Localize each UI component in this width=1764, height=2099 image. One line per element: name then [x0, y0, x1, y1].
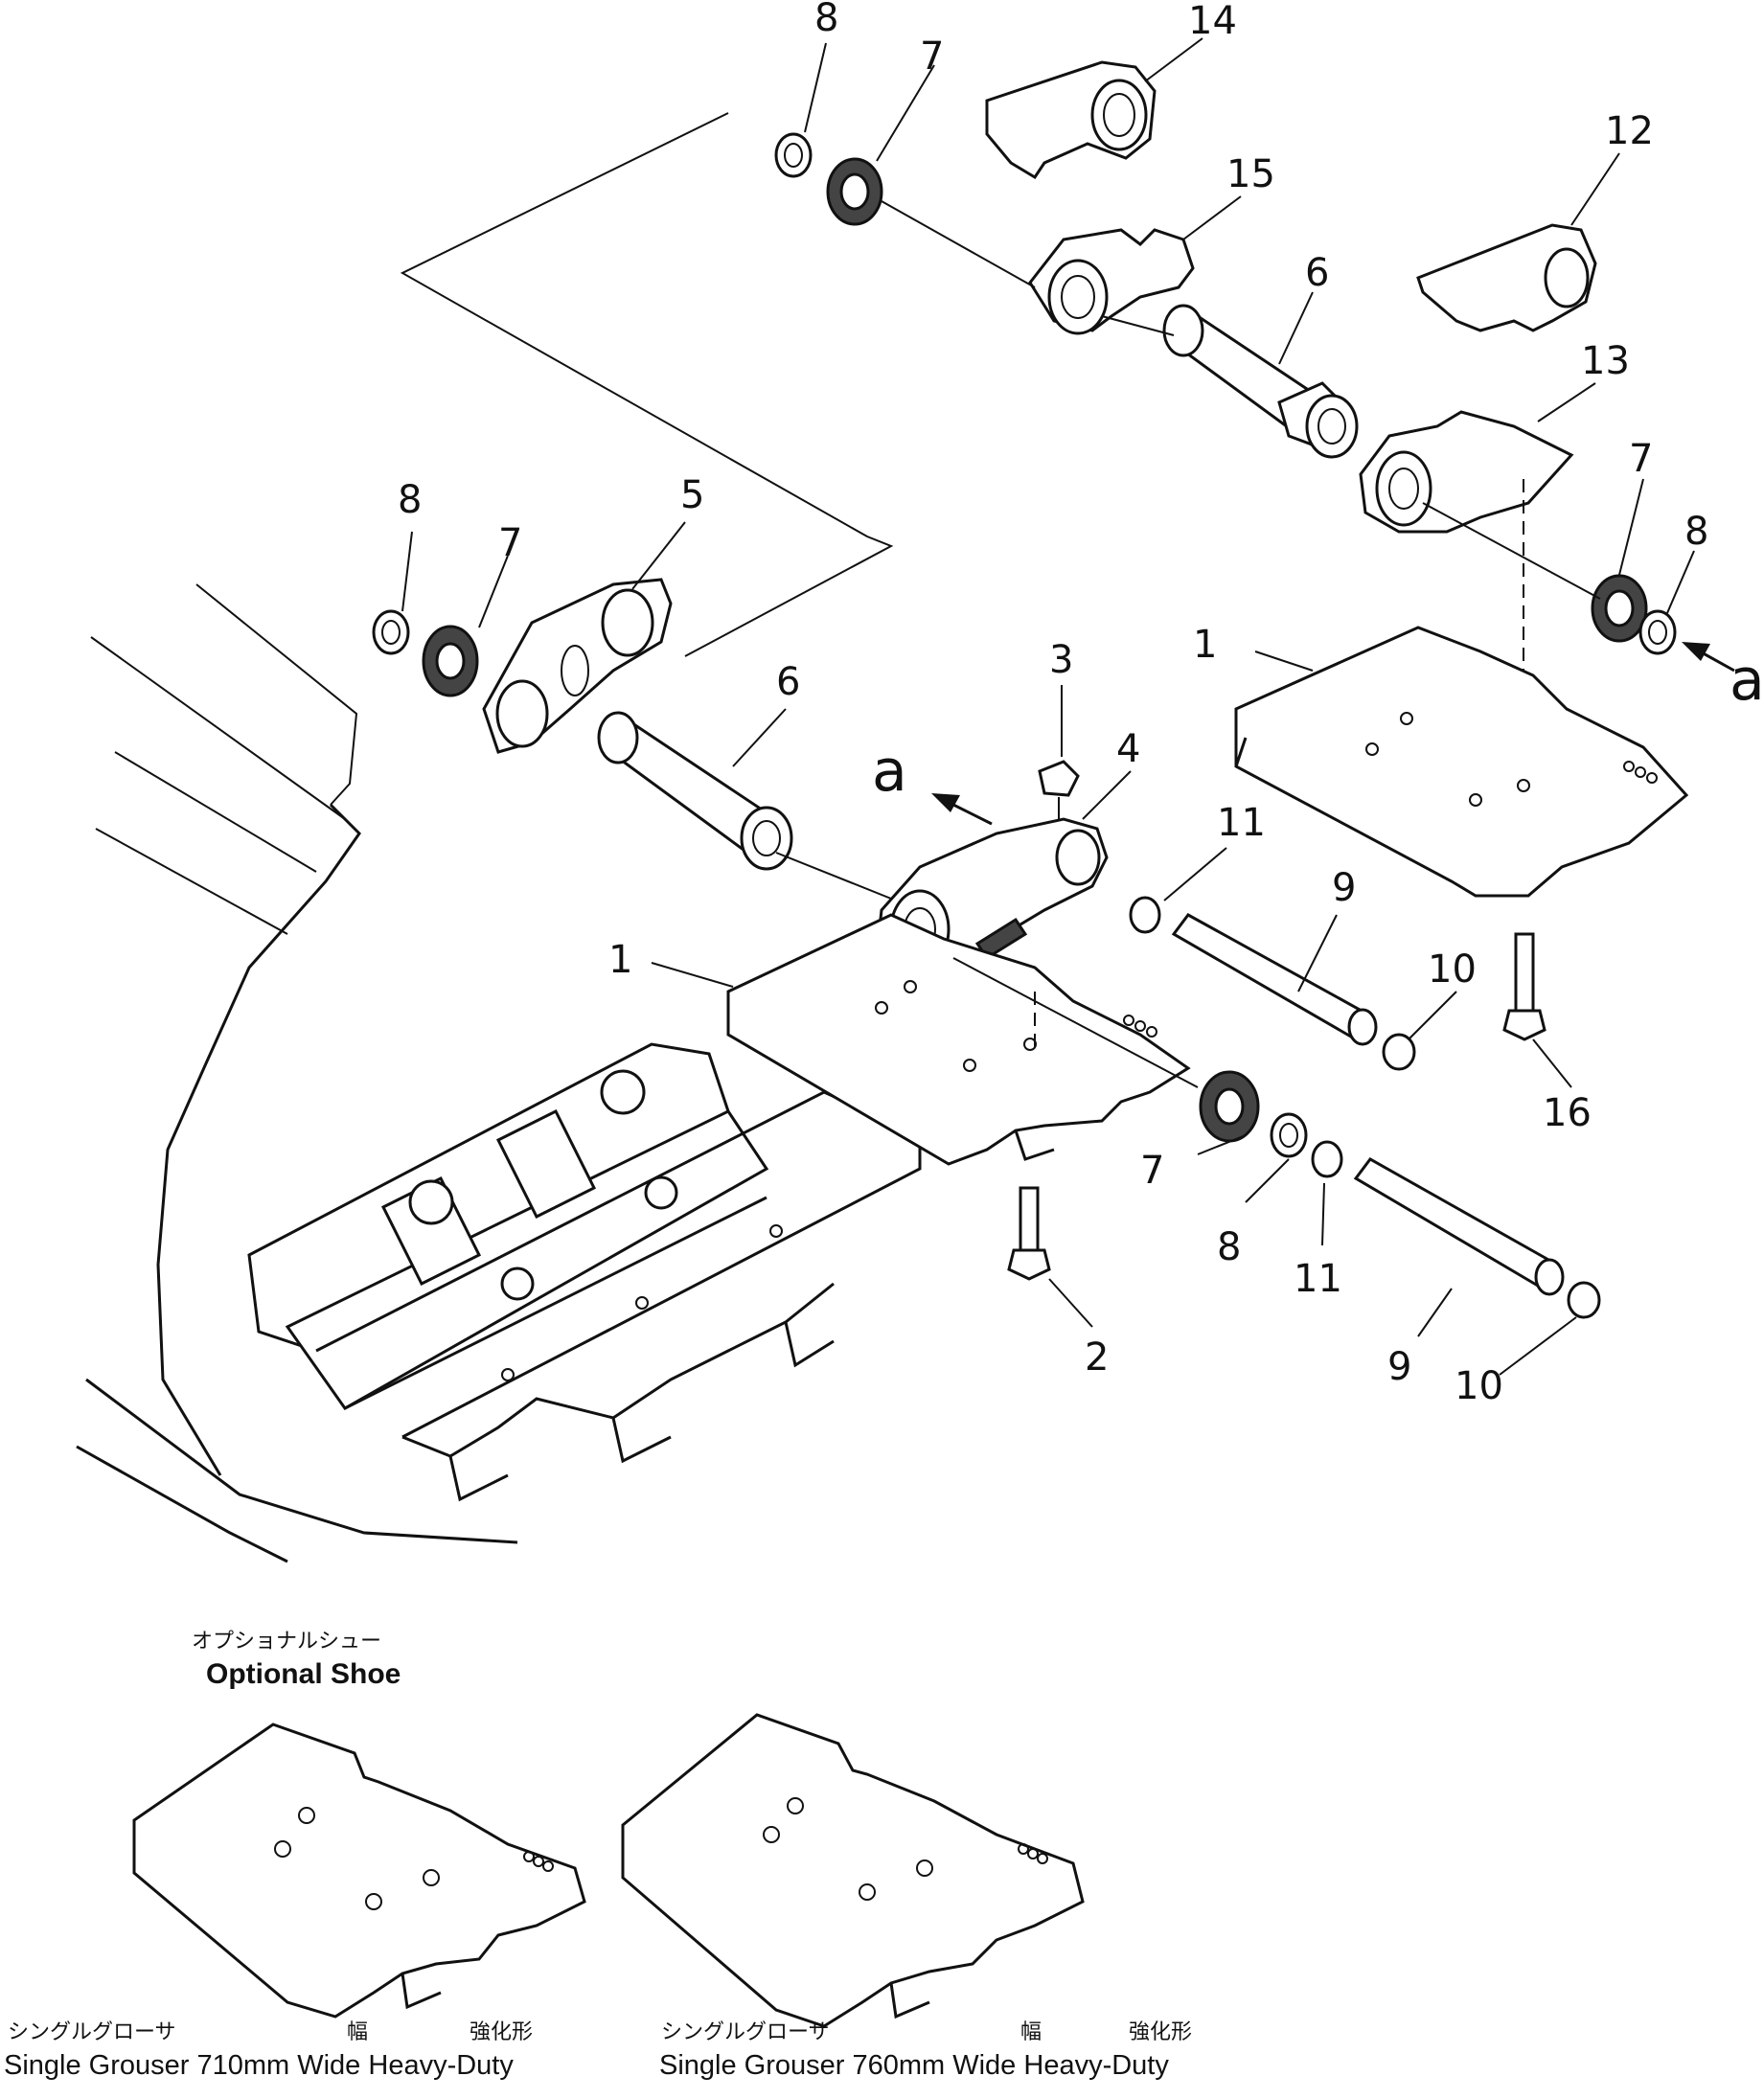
- part-15-master-link: [1028, 228, 1195, 335]
- caption-710-jp-right: 強化形: [470, 2020, 533, 2044]
- part-8-seal-left: [372, 609, 410, 655]
- callout-16: 16: [1543, 1091, 1592, 1135]
- part-5-link: [482, 578, 673, 754]
- callout-labels: 8 7 14 15 12 6 13 7 8 1 8 7 5 6 3 4 11 9…: [398, 0, 1764, 1408]
- callout-7-lower: 7: [1140, 1149, 1164, 1193]
- part-8-seal-lower: [1270, 1112, 1308, 1158]
- reference-arrow-a-right[interactable]: [1682, 642, 1735, 673]
- part-1-shoe-right: [1234, 626, 1689, 898]
- part-6-pin-lower: [597, 711, 793, 871]
- caption-710-jp-left: シングルグローサ: [8, 2020, 176, 2044]
- part-1-shoe-lower: [726, 913, 1191, 1166]
- caption-760-en: Single Grouser 760mm Wide Heavy-Duty: [659, 2050, 1169, 2081]
- leader-lines: [401, 37, 1695, 1376]
- part-9-pin-upper: [1171, 913, 1378, 1046]
- callout-10-lower: 10: [1455, 1364, 1503, 1408]
- optional-shoe-710: [132, 1723, 586, 2019]
- callout-7-right: 7: [1629, 437, 1653, 481]
- part-11-spacer-upper: [1129, 896, 1161, 934]
- callout-7-top: 7: [920, 34, 944, 79]
- part-10-cap-lower: [1567, 1281, 1601, 1319]
- callout-1-right: 1: [1193, 623, 1217, 667]
- caption-760-jp-mid: 幅: [1020, 2020, 1042, 2044]
- callout-8-lower: 8: [1217, 1225, 1241, 1269]
- callout-11-upper: 11: [1217, 801, 1266, 845]
- part-9-pin-lower: [1353, 1157, 1565, 1296]
- part-16-bolt: [1502, 932, 1546, 1041]
- optional-shoe-title-jp: オプショナルシュー: [192, 1630, 381, 1654]
- callout-5: 5: [680, 473, 704, 517]
- caption-shoe-710: シングルグローサ 幅 強化形 Single Grouser 710mm Wide…: [4, 2020, 533, 2081]
- callout-6-upper: 6: [1305, 251, 1329, 295]
- callout-10-upper: 10: [1428, 947, 1477, 992]
- callout-8-right: 8: [1684, 510, 1708, 554]
- track-assembly-drawing: [76, 583, 922, 1563]
- part-13-master-link: [1359, 410, 1574, 534]
- callout-9-upper: 9: [1332, 866, 1356, 910]
- callout-1-lower: 1: [608, 938, 632, 982]
- caption-760-jp-left: シングルグローサ: [661, 2020, 830, 2044]
- callout-14: 14: [1188, 0, 1237, 43]
- caption-760-jp-right: 強化形: [1129, 2020, 1192, 2044]
- optional-shoe-760: [621, 1713, 1085, 2028]
- callout-15: 15: [1226, 152, 1275, 196]
- callout-8-left: 8: [398, 478, 422, 522]
- callout-13: 13: [1581, 339, 1630, 383]
- caption-710-en: Single Grouser 710mm Wide Heavy-Duty: [4, 2050, 514, 2081]
- callout-8-top: 8: [814, 0, 838, 40]
- callout-11-lower: 11: [1294, 1257, 1342, 1301]
- callout-3: 3: [1049, 638, 1073, 682]
- part-6-pin-upper: [1162, 304, 1359, 459]
- caption-710-jp-mid: 幅: [347, 2020, 368, 2044]
- ref-letter-a-right: a: [1730, 647, 1764, 714]
- part-14-master-link-upper: [985, 60, 1157, 180]
- callout-7-left: 7: [498, 521, 522, 565]
- callout-4: 4: [1116, 727, 1140, 771]
- part-8-seal-top: [774, 132, 813, 178]
- part-10-cap-upper: [1382, 1033, 1416, 1071]
- part-12-link: [1416, 223, 1597, 332]
- callout-6-lower: 6: [776, 660, 800, 704]
- part-3-nut: [1038, 760, 1080, 797]
- part-2-bolt: [1007, 1186, 1051, 1281]
- callout-12: 12: [1605, 109, 1654, 153]
- callout-9-lower: 9: [1387, 1345, 1411, 1389]
- callout-2: 2: [1085, 1335, 1109, 1380]
- ref-letter-a-left: a: [872, 738, 907, 805]
- caption-shoe-760: シングルグローサ 幅 強化形 Single Grouser 760mm Wide…: [659, 2020, 1192, 2081]
- reference-arrow-a-left[interactable]: [931, 793, 993, 826]
- master-link-outline: [400, 112, 894, 657]
- optional-shoe-title: Optional Shoe: [206, 1658, 401, 1690]
- part-8-seal-right: [1638, 609, 1677, 655]
- part-11-spacer-lower: [1311, 1140, 1343, 1178]
